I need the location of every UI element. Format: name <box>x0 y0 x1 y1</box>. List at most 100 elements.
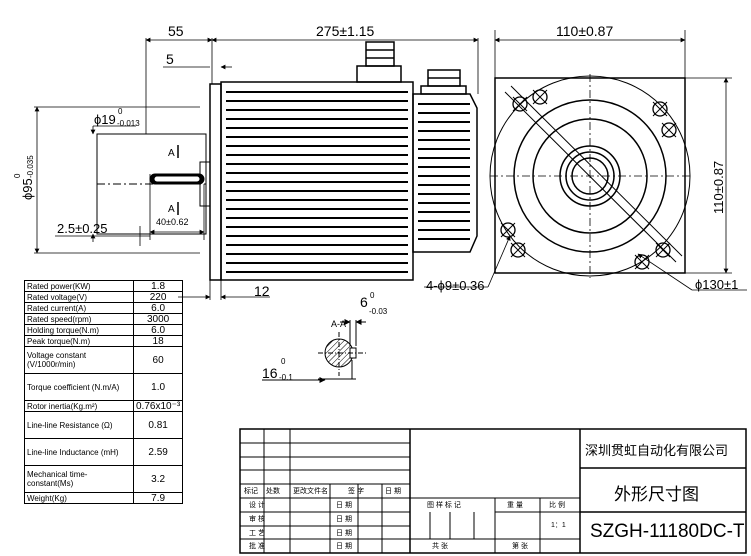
spec-value: 7.9 <box>132 492 184 504</box>
dim-key-width-tol-bottom: -0.03 <box>369 307 388 316</box>
drawing-mark-label: 图 样 标 记 <box>427 502 461 509</box>
dim-body-length: 275±1.15 <box>316 23 375 39</box>
spec-value: 2.59 <box>132 438 184 466</box>
side-view <box>96 41 478 281</box>
spec-row: Line-line Inductance (mH)2.59 <box>24 438 184 466</box>
total-sheets: 共 张 <box>432 543 448 550</box>
role-process: 工 艺 <box>249 530 265 537</box>
date-label-1: 日 期 <box>336 502 352 509</box>
spec-row: Rated speed(rpm)3000 <box>24 313 184 325</box>
spec-value: 220 <box>132 291 184 303</box>
spec-row: Line-line Resistance (Ω)0.81 <box>24 411 184 439</box>
spec-value: 3000 <box>132 313 184 325</box>
spec-row: Rated voltage(V)220 <box>24 291 184 303</box>
dim-flange-thickness: 5 <box>166 51 174 67</box>
dim-pilot-depth: 12 <box>254 283 270 299</box>
spec-row: Peak torque(N.m)18 <box>24 335 184 347</box>
spec-row: Weight(Kg)7.9 <box>24 492 184 504</box>
sheet-number: 第 张 <box>512 543 528 550</box>
dim-key-width: 6 <box>360 294 368 310</box>
section-marker-bottom: A <box>168 204 175 215</box>
spec-name: Rated current(A) <box>24 302 134 314</box>
spec-name: Rotor inertia(Kg.m²) <box>24 400 134 412</box>
dim-shaft-diameter: ϕ19 <box>94 112 116 127</box>
date-label-3: 日 期 <box>336 530 352 537</box>
spec-row: Mechanical time-constant(Ms)3.2 <box>24 465 184 493</box>
title-block-grid <box>239 428 747 554</box>
dim-pilot-tol-top: 0 <box>13 173 22 178</box>
dim-key-depth-tol-top: 0 <box>281 357 286 366</box>
front-dimension-lines <box>424 30 747 291</box>
dim-key-depth-tol-bottom: -0.1 <box>279 373 293 382</box>
dim-shaft-tol-top: 0 <box>118 107 123 116</box>
section-title: A-A <box>331 319 346 329</box>
dim-key-width-tol-top: 0 <box>370 291 375 300</box>
drawing-title: 外形尺寸图 <box>614 485 699 505</box>
connector-power <box>356 41 402 83</box>
spec-row: Voltage constant (V/1000r/min)60 <box>24 346 184 374</box>
scale-label: 比 例 <box>549 502 565 509</box>
scale-value: 1：1 <box>551 522 566 529</box>
role-approve: 批 准 <box>249 543 265 550</box>
spec-value: 3.2 <box>132 465 184 493</box>
spec-name: Weight(Kg) <box>24 492 134 504</box>
spec-row: Rated current(A)6.0 <box>24 302 184 314</box>
spec-name: Rated speed(rpm) <box>24 313 134 325</box>
spec-value: 18 <box>132 335 184 347</box>
spec-name: Mechanical time-constant(Ms) <box>24 465 134 493</box>
spec-name: Line-line Inductance (mH) <box>24 438 134 466</box>
weight-label: 重 量 <box>507 502 523 509</box>
side-dimension-lines <box>34 37 479 300</box>
spec-value: 1.0 <box>132 373 184 401</box>
section-marker-top: A <box>168 148 175 159</box>
dim-bolt-holes: 4-ϕ9±0.36 <box>426 278 485 293</box>
dim-bolt-circle: ϕ130±1 <box>695 277 738 292</box>
date-label-2: 日 期 <box>336 516 352 523</box>
bolt-holes <box>500 89 677 270</box>
spec-name: Line-line Resistance (Ω) <box>24 411 134 439</box>
date-label-4: 日 期 <box>336 543 352 550</box>
spec-value: 6.0 <box>132 324 184 336</box>
spec-name: Holding torque(N.m) <box>24 324 134 336</box>
header-signature: 签 字 <box>348 488 364 495</box>
spec-name: Torque coefficient (N.m/A) <box>24 373 134 401</box>
dim-key-depth: 16 <box>262 365 278 381</box>
dim-pilot-tol-bottom: -0.035 <box>26 155 35 178</box>
section-view <box>262 319 366 383</box>
header-count: 处数 <box>266 488 280 495</box>
header-mark: 标记 <box>244 488 258 495</box>
dim-flange-height: 110±0.87 <box>711 161 726 214</box>
spec-value: 60 <box>132 346 184 374</box>
spec-row: Rated power(KW)1.8 <box>24 280 184 292</box>
flange <box>209 83 222 281</box>
cooling-fins <box>226 91 408 273</box>
front-view <box>489 74 692 278</box>
model-number: SZGH-11180DC-T <box>590 521 745 542</box>
spec-row: Holding torque(N.m)6.0 <box>24 324 184 336</box>
header-date: 日 期 <box>385 488 401 495</box>
connector-encoder <box>420 69 467 95</box>
spec-value: 0.76x10⁻³ <box>132 400 184 412</box>
spec-row: Rotor inertia(Kg.m²)0.76x10⁻³ <box>24 400 184 412</box>
dim-shaft-tol-bottom: -0.013 <box>117 119 140 128</box>
dimension-labels: 55 5 275±1.15 110±0.87 ϕ19 0 -0.013 2.5±… <box>57 23 738 382</box>
company-name: 深圳贯虹自动化有限公司 <box>585 444 729 459</box>
header-change-file: 更改文件名 <box>293 488 328 495</box>
spec-name: Rated power(KW) <box>24 280 134 292</box>
dim-key-offset: 2.5±0.25 <box>57 221 108 236</box>
dim-key-length: 40±0.62 <box>156 217 188 227</box>
spec-value: 6.0 <box>132 302 184 314</box>
dim-flange-width: 110±0.87 <box>556 23 613 39</box>
rear-cap <box>412 93 478 253</box>
spec-value: 0.81 <box>132 411 184 439</box>
spec-name: Peak torque(N.m) <box>24 335 134 347</box>
role-review: 审 核 <box>249 516 265 523</box>
dim-shaft-length: 55 <box>168 23 184 39</box>
spec-row: Torque coefficient (N.m/A)1.0 <box>24 373 184 401</box>
spec-name: Voltage constant (V/1000r/min) <box>24 346 134 374</box>
spec-value: 1.8 <box>132 280 184 292</box>
dim-pilot-diameter: ϕ95 <box>20 178 35 200</box>
